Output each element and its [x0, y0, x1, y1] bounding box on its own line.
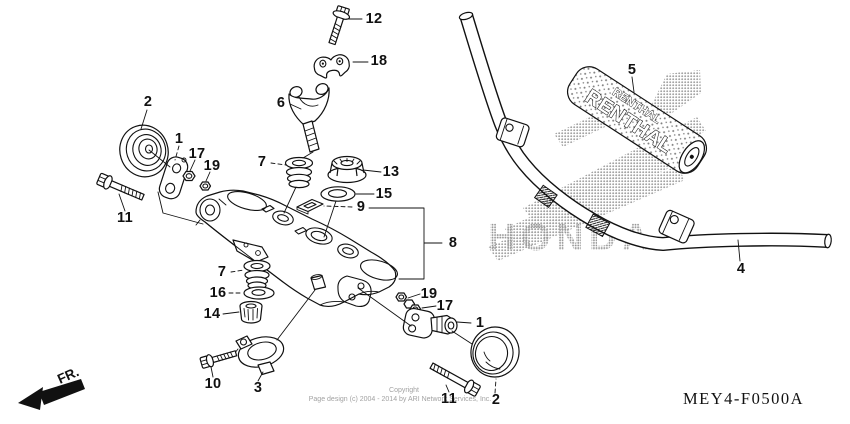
callout-13[interactable]: 13: [382, 163, 400, 180]
callout-8[interactable]: 8: [448, 234, 458, 251]
callout-11-left[interactable]: 11: [117, 209, 133, 226]
callout-15[interactable]: 15: [375, 185, 393, 202]
part-bolt-11b-drawing: [429, 362, 481, 397]
front-direction-marker: FR.: [18, 364, 85, 410]
callout-16[interactable]: 16: [209, 284, 227, 301]
callout-leader-lines: [118, 18, 741, 394]
callout-5[interactable]: 5: [627, 61, 637, 78]
diagram-code-text: MEY4-F0500A: [683, 389, 804, 408]
part-bushing-14-drawing: [239, 300, 263, 324]
part-nut-19b-drawing: [395, 292, 408, 302]
callout-7-lower[interactable]: 7: [217, 263, 227, 280]
callout-1-left[interactable]: 1: [174, 130, 184, 147]
callout-1-right[interactable]: 1: [475, 314, 485, 331]
callout-9[interactable]: 9: [356, 198, 366, 215]
part-bolt-11a-drawing: [96, 172, 145, 201]
callout-17-left[interactable]: 17: [188, 145, 206, 162]
part-mount-rubber-7a-drawing: [284, 156, 314, 189]
callout-11-right[interactable]: 11: [441, 390, 457, 407]
part-cap-2a-drawing: [119, 124, 169, 178]
part-nut-13-drawing: [327, 155, 367, 184]
callout-18[interactable]: 18: [370, 52, 388, 69]
callout-19-left[interactable]: 19: [203, 157, 221, 174]
part-nut-19a-drawing: [199, 181, 212, 191]
callout-12[interactable]: 12: [365, 10, 383, 27]
callout-19-right[interactable]: 19: [420, 285, 438, 302]
projection-lines: [148, 149, 473, 345]
copyright-line-2: Page design (c) 2004 - 2014 by ARI Netwo…: [309, 396, 492, 403]
callout-7-upper[interactable]: 7: [257, 153, 267, 170]
callout-2-right[interactable]: 2: [491, 391, 501, 408]
callout-10[interactable]: 10: [204, 375, 222, 392]
part-bracket-1a-drawing: [158, 156, 189, 200]
part-washer-15-drawing: [320, 186, 356, 202]
part-cap-2b-drawing: [470, 326, 520, 378]
copyright-text: Copyright Page design (c) 2004 - 2014 by…: [309, 387, 492, 403]
part-bar-pad-drawing: RENTHAL RENTHAL: [566, 66, 708, 174]
part-top-bridge-drawing: [195, 189, 398, 308]
copyright-line-1: Copyright: [389, 387, 419, 394]
part-clamp-3-drawing: [233, 335, 285, 376]
part-upper-holder-18-drawing: [313, 54, 350, 79]
callout-3[interactable]: 3: [253, 379, 263, 396]
part-nut-17a-drawing: [182, 170, 196, 182]
part-collar-9-drawing: [296, 198, 324, 215]
part-mount-rubber-7b-drawing: [243, 259, 271, 290]
callout-4[interactable]: 4: [736, 260, 746, 277]
part-washer-16-drawing: [243, 286, 275, 300]
part-handlebar-drawing: [458, 11, 832, 252]
callout-14[interactable]: 14: [203, 305, 221, 322]
callout-6[interactable]: 6: [276, 94, 286, 111]
part-bolt-10-drawing: [199, 350, 238, 369]
part-lower-holder-6-drawing: [288, 83, 330, 153]
callout-2-left[interactable]: 2: [143, 93, 153, 110]
part-bracket-1b-drawing: [402, 307, 458, 339]
part-bolt-12-drawing: [328, 5, 351, 46]
callout-17-right[interactable]: 17: [436, 297, 454, 314]
